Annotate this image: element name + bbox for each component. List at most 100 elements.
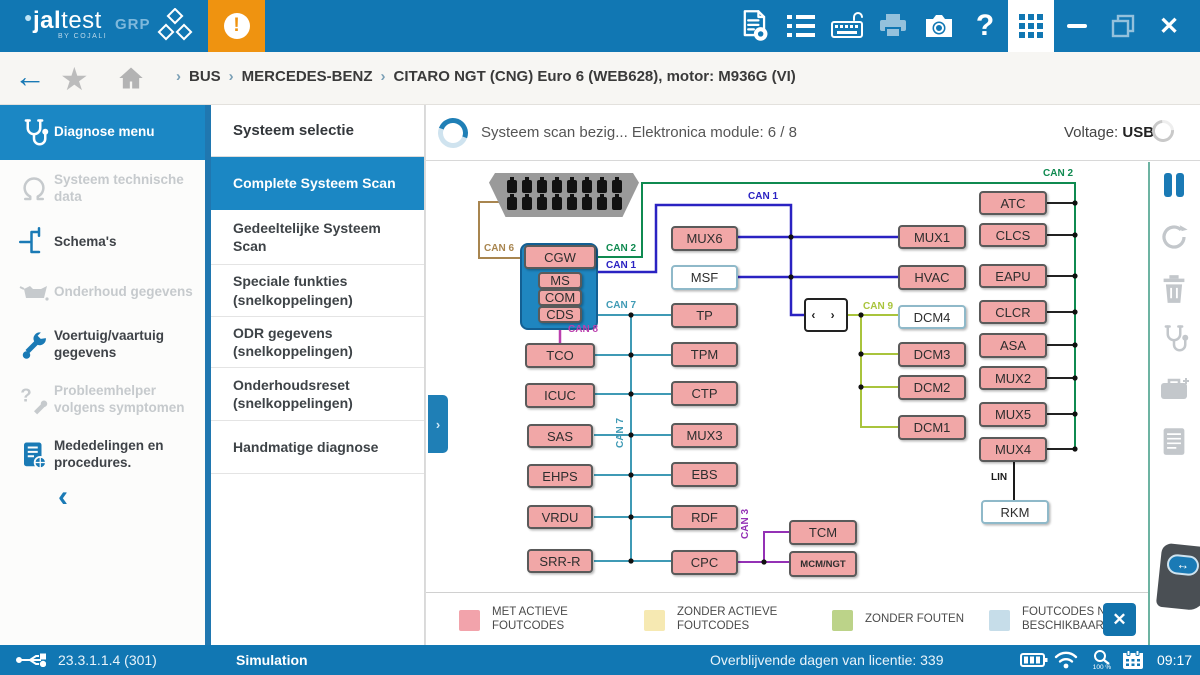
bus-label-can-1: CAN 1 bbox=[606, 260, 637, 271]
legend-label: ZONDER ACTIEVE FOUTCODES bbox=[677, 606, 778, 632]
ecu-node-mux1[interactable]: MUX1 bbox=[898, 225, 966, 249]
ecu-node-mux6[interactable]: MUX6 bbox=[671, 226, 738, 251]
calendar-icon[interactable] bbox=[1122, 650, 1144, 675]
pause-icon[interactable] bbox=[1154, 167, 1194, 203]
warning-tile[interactable]: ! bbox=[208, 0, 265, 52]
expand-panel-tab[interactable]: › bbox=[428, 395, 448, 453]
sidebar-item-label: Schema's bbox=[54, 233, 117, 249]
ecu-node-ctp[interactable]: CTP bbox=[671, 381, 738, 406]
sidebar-item-label: Probleemhelper volgens symptomen bbox=[54, 383, 185, 415]
ecu-node-sas[interactable]: SAS bbox=[527, 424, 593, 448]
ecu-node-cpc[interactable]: CPC bbox=[671, 550, 738, 575]
ecu-node-cds[interactable]: CDS bbox=[538, 306, 582, 323]
sidebar-item-voertuig-vaartuig-gegevens[interactable]: Voertuig/vaartuig gegevens bbox=[0, 317, 205, 373]
ecu-node-icuc[interactable]: ICUC bbox=[525, 383, 595, 408]
ecu-node-tpm[interactable]: TPM bbox=[671, 342, 738, 367]
menu-item-complete-systeem-scan[interactable]: Complete Systeem Scan bbox=[211, 157, 424, 210]
apps-grid-icon[interactable] bbox=[1008, 0, 1054, 52]
ecu-node-rdf[interactable]: RDF bbox=[671, 505, 738, 530]
ecu-node-dcm1[interactable]: DCM1 bbox=[898, 415, 966, 440]
sidebar-item-mededelingen-en-procedures[interactable]: Mededelingen en procedures. bbox=[0, 427, 205, 483]
zoom-level-icon[interactable] bbox=[1092, 649, 1112, 670]
menu-item-onderhoudsreset-snelkoppelingen[interactable]: Onderhoudsreset (snelkoppelingen) bbox=[211, 368, 424, 421]
ecu-node-mux4[interactable]: MUX4 bbox=[979, 437, 1047, 462]
ecu-node-ebs[interactable]: EBS bbox=[671, 462, 738, 487]
legend-close-button[interactable]: ✕ bbox=[1103, 603, 1136, 636]
breadcrumb-item[interactable]: MERCEDES-BENZ bbox=[241, 68, 373, 85]
menu-item-odr-gegevens-snelkoppelingen[interactable]: ODR gegevens (snelkoppelingen) bbox=[211, 317, 424, 368]
ecu-node-mux3[interactable]: MUX3 bbox=[671, 423, 738, 448]
breadcrumb[interactable]: ›BUS›MERCEDES-BENZ›CITARO NGT (CNG) Euro… bbox=[168, 68, 796, 85]
wifi-icon bbox=[1054, 651, 1078, 674]
ecu-node-msf[interactable]: MSF bbox=[671, 265, 738, 290]
list-icon[interactable] bbox=[778, 0, 824, 52]
grp-label: GRP bbox=[115, 16, 151, 33]
ecu-node-dcm2[interactable]: DCM2 bbox=[898, 375, 966, 400]
diagnostic-device-icon[interactable]: ↔ bbox=[1153, 542, 1200, 617]
bus-label-can-7: CAN 7 bbox=[606, 300, 637, 311]
legend-item: ZONDER FOUTEN bbox=[832, 601, 964, 639]
menu-item-speciale-funkties-snelkoppelingen[interactable]: Speciale funkties (snelkoppelingen) bbox=[211, 265, 424, 317]
help-icon[interactable]: ? bbox=[975, 9, 995, 42]
ecu-node-tcm[interactable]: TCM bbox=[789, 520, 857, 545]
topbar-icons: ?✕ bbox=[732, 0, 1192, 52]
close-icon[interactable]: ✕ bbox=[1158, 12, 1180, 40]
menu-item-gedeeltelijke-systeem-scan[interactable]: Gedeeltelijke Systeem Scan bbox=[211, 210, 424, 265]
ecu-node-dcm4[interactable]: DCM4 bbox=[898, 305, 966, 329]
scan-status-message: Systeem scan bezig... Elektronica module… bbox=[481, 124, 797, 141]
ecu-node-asa[interactable]: ASA bbox=[979, 333, 1047, 358]
ecu-node-mux2[interactable]: MUX2 bbox=[979, 366, 1047, 390]
favorite-star-icon[interactable]: ★ bbox=[60, 61, 89, 97]
ecu-node-eapu[interactable]: EAPU bbox=[979, 264, 1047, 288]
ecu-node-ehps[interactable]: EHPS bbox=[527, 464, 593, 488]
ecu-node-atc[interactable]: ATC bbox=[979, 191, 1047, 215]
ecu-node-clcr[interactable]: CLCR bbox=[979, 300, 1047, 324]
back-button[interactable]: ← bbox=[14, 58, 46, 94]
ecu-node-tco[interactable]: TCO bbox=[525, 343, 595, 368]
printer-icon[interactable] bbox=[870, 0, 916, 52]
ecu-node-srr-r[interactable]: SRR-R bbox=[527, 549, 593, 573]
ecu-node-com[interactable]: COM bbox=[538, 289, 582, 306]
trash-icon bbox=[1154, 271, 1194, 307]
sidebar-item-diagnose-menu[interactable]: Diagnose menu bbox=[0, 105, 205, 160]
menu-item-handmatige-diagnose[interactable]: Handmatige diagnose bbox=[211, 421, 424, 474]
ecu-node-mcm-ngt[interactable]: MCM/NGT bbox=[789, 551, 857, 577]
can-gateway-node[interactable]: ‹ › bbox=[804, 298, 848, 332]
modules-cubes-icon[interactable] bbox=[155, 7, 195, 49]
ecu-node-mux5[interactable]: MUX5 bbox=[979, 402, 1047, 427]
breadcrumb-item[interactable]: CITARO NGT (CNG) Euro 6 (WEB628), motor:… bbox=[393, 68, 796, 85]
ecu-node-rkm[interactable]: RKM bbox=[981, 500, 1049, 524]
bus-label-can-1: CAN 1 bbox=[748, 191, 779, 202]
wrench-icon bbox=[14, 330, 54, 360]
omega-icon bbox=[14, 174, 54, 204]
collapse-sidebar-chevron[interactable]: ‹ bbox=[58, 480, 68, 513]
sidebar-item-label: Voertuig/vaartuig gegevens bbox=[54, 328, 165, 360]
version-label: 23.3.1.1.4 (301) bbox=[58, 652, 157, 668]
report-viewer-icon[interactable] bbox=[732, 0, 778, 52]
ecu-node-hvac[interactable]: HVAC bbox=[898, 265, 966, 290]
ecu-node-dcm3[interactable]: DCM3 bbox=[898, 342, 966, 367]
sidebar-item-label: Systeem technische data bbox=[54, 171, 184, 204]
report-icon bbox=[1154, 423, 1194, 459]
ecu-node-cgw[interactable]: CGW bbox=[524, 245, 596, 269]
legend-label: MET ACTIEVE FOUTCODES bbox=[492, 606, 568, 632]
svg-text:?: ? bbox=[20, 385, 31, 405]
home-icon[interactable] bbox=[116, 64, 146, 97]
sidebar-item-systeem-technische-data: Systeem technische data bbox=[0, 160, 205, 217]
sidebar-item-schema-s[interactable]: Schema's bbox=[0, 217, 205, 267]
keyboard-icon[interactable] bbox=[824, 0, 870, 52]
sidebar-divider bbox=[205, 105, 211, 645]
legend-item: MET ACTIEVE FOUTCODES bbox=[459, 601, 617, 639]
ecu-node-ms[interactable]: MS bbox=[538, 272, 582, 289]
minimize-icon[interactable] bbox=[1054, 0, 1100, 52]
ecu-node-vrdu[interactable]: VRDU bbox=[527, 505, 593, 529]
zoom-level-value: 100 % bbox=[1092, 664, 1112, 671]
ecu-node-tp[interactable]: TP bbox=[671, 303, 738, 328]
breadcrumb-item[interactable]: BUS bbox=[189, 68, 221, 85]
camera-icon[interactable] bbox=[916, 0, 962, 52]
license-days-label: Overblijvende dagen van licentie: 339 bbox=[710, 652, 944, 668]
restore-icon[interactable] bbox=[1100, 0, 1146, 52]
sidebar-item-label: Diagnose menu bbox=[54, 124, 155, 140]
ecu-node-clcs[interactable]: CLCS bbox=[979, 223, 1047, 247]
